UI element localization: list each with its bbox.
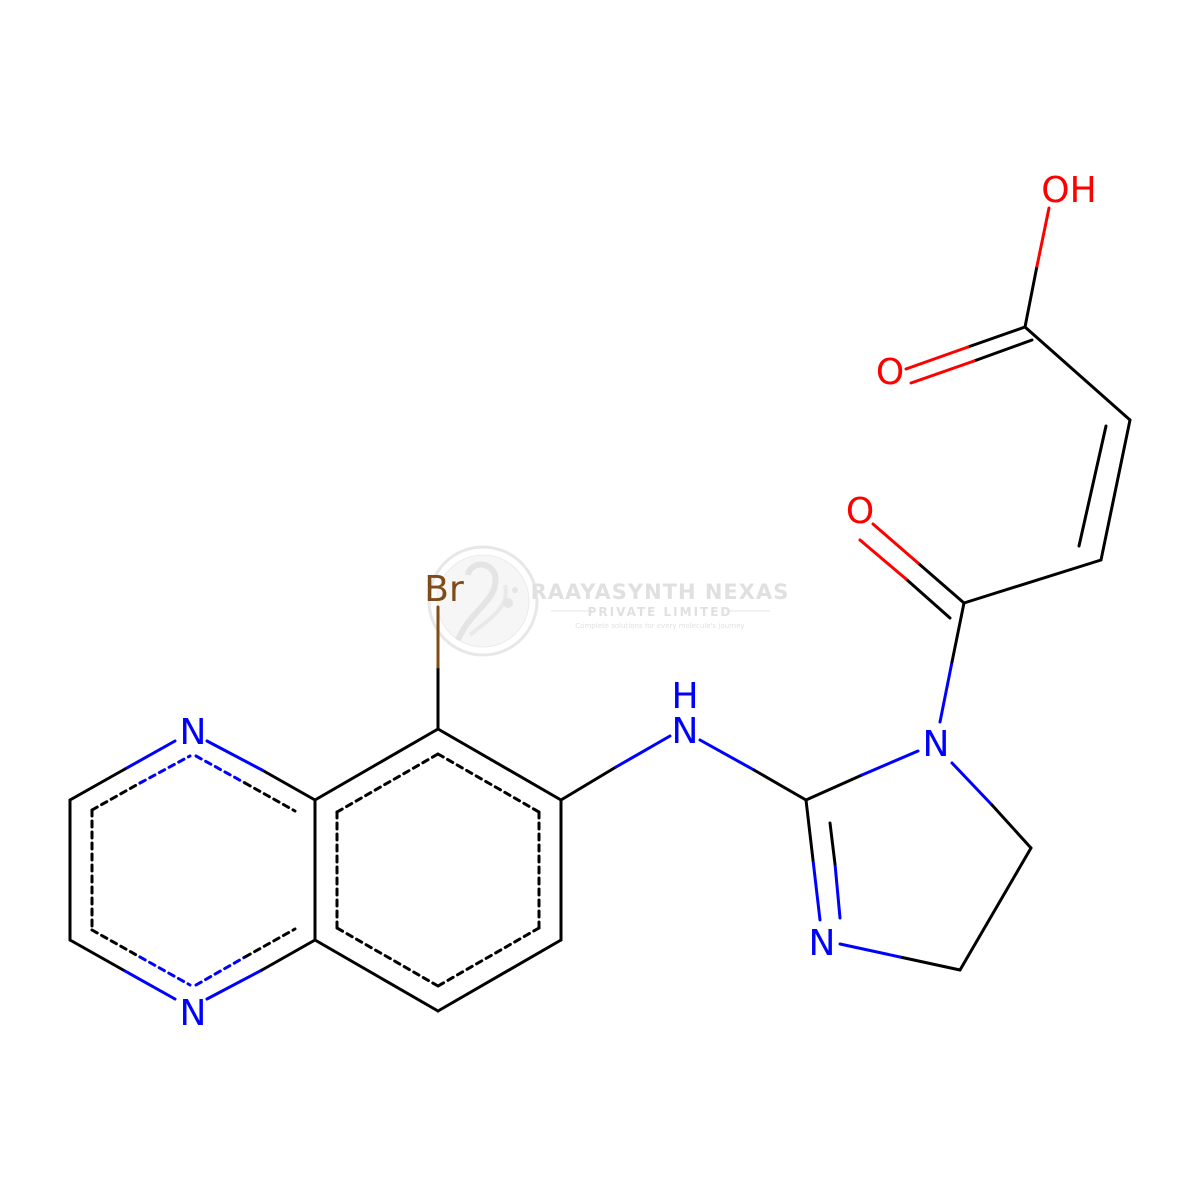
bond-n1-carbonyl [950, 601, 966, 664]
bond-n1-c5-nitrogen [950, 761, 994, 807]
bond-c8a-n1 [205, 739, 264, 772]
arom-dash-4 [194, 754, 247, 785]
atom-br: Br [424, 569, 464, 610]
arom-dash-3 [138, 754, 192, 785]
bond-c3-n4-carbon [68, 938, 127, 973]
bond-n1-c5 [990, 803, 1033, 850]
bond-ketone-co-1-oxygen [871, 522, 920, 565]
bond-n1-carbonyl-nitrogen [938, 660, 954, 724]
bond-n1-c2 [123, 739, 177, 771]
arom-dash-8 [194, 955, 247, 987]
watermark-name: RAAYASYNTH NEXAS [531, 580, 790, 604]
bond-acid-co-2-oxygen [909, 359, 976, 385]
aromatic-dashes-pyrazine [90, 754, 297, 987]
atom-n-imid-amide: N [923, 724, 950, 765]
bond-nh-c2-nitrogen [698, 738, 756, 772]
arom-dash-b1 [335, 752, 440, 814]
bond-n3-c2 [804, 798, 815, 862]
bond-nh-c2 [752, 768, 808, 802]
bond-acid-co-1-oxygen [904, 345, 970, 371]
bond-alkene-2 [1077, 424, 1108, 548]
atom-oh: OH [1041, 170, 1096, 211]
bonds [68, 206, 1132, 1013]
bond-n3-c2-nitrogen [811, 858, 822, 922]
bond-c3-n4 [123, 969, 177, 1001]
bond-c5-c4a [313, 938, 440, 1013]
atom-n-ring1: N [180, 712, 207, 753]
bond-c7-nh-nitrogen [614, 734, 672, 769]
bond-c2-n1-carbon [68, 767, 127, 802]
watermark: RAAYASYNTH NEXAS PRIVATE LIMITED Complet… [427, 545, 790, 657]
bond-alkene-1 [1099, 418, 1132, 562]
atom-labels: Br H NH N N N N N O O OH [180, 170, 1097, 1034]
arom-dash-2 [90, 781, 142, 812]
bond-n3-c2-double [828, 821, 837, 866]
bond-n3-c2-double-nitrogen [833, 862, 842, 920]
arom-dash-b2 [436, 752, 541, 814]
bond-acid-co-2 [972, 338, 1034, 363]
bond-acid-co-1 [966, 325, 1027, 349]
bond-n4-c4a-carbon [260, 938, 317, 972]
bond-carbonyl-alkene [962, 558, 1103, 605]
bond-c8-c7 [436, 727, 563, 802]
atom-nh-n: N [672, 711, 699, 752]
watermark-logo-icon [427, 545, 539, 657]
bond-c2-n1-imid-nitrogen [860, 749, 920, 777]
atom-nh-h: H [671, 676, 698, 717]
bond-ketone-co-2 [904, 577, 952, 620]
arom-dash-b5 [335, 926, 440, 988]
bond-c4-n3 [898, 955, 962, 972]
bond-c8a-c8 [313, 727, 440, 802]
atom-n-imid-imine: N [809, 923, 836, 964]
bond-acid-oh-oxygen [1035, 206, 1051, 268]
bond-c6-c5 [436, 938, 563, 1013]
arom-dash-6 [90, 928, 142, 959]
bond-c7-nh [559, 765, 618, 802]
arom-dash-b4 [436, 926, 541, 988]
arom-dash-5 [243, 781, 297, 813]
bond-c2-n1-imid [804, 773, 864, 802]
atom-o-acid: O [876, 352, 904, 393]
watermark-subtitle: PRIVATE LIMITED [588, 605, 733, 619]
bond-ketone-co-1 [916, 561, 966, 605]
arom-dash-9 [243, 927, 297, 959]
watermark-tagline: Complete solutions for every molecule's … [575, 622, 744, 630]
bond-n4-c4a [205, 968, 264, 1001]
bond-c5-c4 [958, 846, 1033, 972]
bond-c8a-n1-carbon [260, 768, 317, 802]
bond-alkene-acid [1023, 325, 1132, 422]
arom-dash-7 [138, 955, 192, 987]
bond-c4-n3-nitrogen [838, 942, 902, 959]
bond-acid-oh [1023, 264, 1039, 329]
bond-ketone-co-2-oxygen [858, 538, 908, 581]
atom-o-ketone: O [846, 491, 874, 532]
atom-n-ring2: N [180, 993, 207, 1034]
aromatic-dashes-benzene [335, 752, 541, 988]
